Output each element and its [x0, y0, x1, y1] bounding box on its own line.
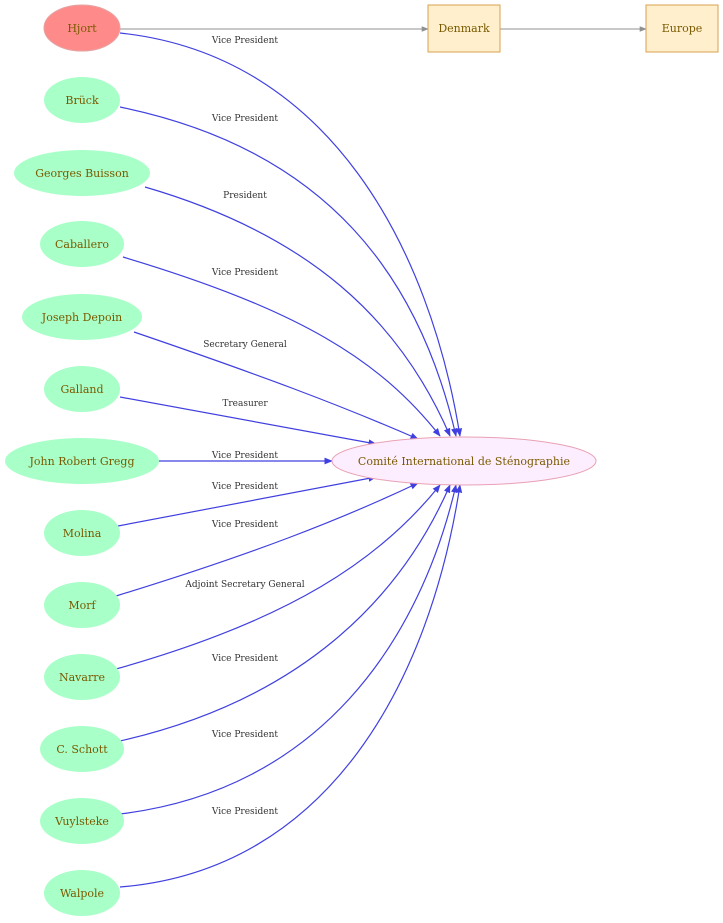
- edge-label-schott: Vice President: [211, 654, 279, 664]
- edge-galland-org: [119, 396, 377, 446]
- node-europe[interactable]: Europe: [645, 4, 719, 53]
- edges: [115, 26, 647, 888]
- edge-morf-org: [115, 482, 419, 597]
- node-buisson[interactable]: Georges Buisson: [14, 150, 150, 196]
- edge-caballero-org: [122, 256, 441, 437]
- node-label-europe: Europe: [662, 22, 703, 35]
- edge-label-galland: Treasurer: [222, 399, 268, 409]
- edge-bruck-org: [119, 106, 458, 437]
- edge-label-vuylsteke: Vice President: [211, 730, 279, 740]
- node-caballero[interactable]: Caballero: [40, 221, 124, 267]
- node-molina[interactable]: Molina: [44, 510, 120, 556]
- edge-label-buisson: President: [223, 191, 267, 201]
- node-hjort[interactable]: Hjort: [43, 4, 121, 52]
- node-denmark[interactable]: Denmark: [427, 4, 501, 53]
- node-label-vuylsteke: Vuylsteke: [54, 815, 109, 828]
- node-label-depoin: Joseph Depoin: [41, 311, 122, 324]
- edge-label-navarre: Adjoint Secretary General: [184, 580, 304, 590]
- node-bruck[interactable]: Brück: [44, 77, 120, 123]
- edge-walpole-org: [119, 484, 463, 888]
- node-org[interactable]: Comité International de Sténographie: [331, 436, 597, 486]
- edge-label-gregg: Vice President: [211, 451, 279, 461]
- node-label-gregg: John Robert Gregg: [29, 455, 135, 468]
- edge-label-morf: Vice President: [211, 520, 279, 530]
- node-label-walpole: Walpole: [60, 887, 104, 900]
- edge-label-walpole: Vice President: [211, 807, 279, 817]
- node-depoin[interactable]: Joseph Depoin: [22, 294, 142, 340]
- node-label-morf: Morf: [68, 599, 96, 612]
- node-label-molina: Molina: [63, 527, 102, 540]
- edge-labels: Vice President Vice President President …: [184, 36, 304, 817]
- edge-label-caballero: Vice President: [211, 268, 279, 278]
- node-label-bruck: Brück: [65, 94, 99, 107]
- edge-navarre-org: [115, 484, 441, 670]
- node-navarre[interactable]: Navarre: [44, 654, 120, 700]
- edge-schott-org: [119, 484, 451, 742]
- node-gregg[interactable]: John Robert Gregg: [5, 438, 159, 484]
- node-label-denmark: Denmark: [438, 22, 490, 35]
- node-vuylsteke[interactable]: Vuylsteke: [40, 798, 124, 844]
- edge-label-depoin: Secretary General: [203, 340, 287, 350]
- node-label-galland: Galland: [60, 383, 103, 396]
- node-label-org: Comité International de Sténographie: [358, 455, 570, 468]
- node-label-hjort: Hjort: [67, 22, 97, 35]
- node-label-caballero: Caballero: [55, 238, 109, 251]
- edge-depoin-org: [133, 331, 419, 440]
- edge-label-molina: Vice President: [211, 482, 279, 492]
- edge-vuylsteke-org: [119, 484, 458, 815]
- node-label-schott: C. Schott: [56, 743, 108, 756]
- node-walpole[interactable]: Walpole: [44, 870, 120, 916]
- edge-label-hjort: Vice President: [211, 36, 279, 46]
- edge-hjort-org: [119, 32, 463, 437]
- node-label-navarre: Navarre: [59, 671, 105, 684]
- node-label-buisson: Georges Buisson: [35, 167, 129, 180]
- node-galland[interactable]: Galland: [44, 366, 120, 412]
- edge-buisson-org: [144, 186, 451, 437]
- nodes: Hjort Brück Georges Buisson Caballero Jo…: [5, 4, 719, 916]
- node-morf[interactable]: Morf: [44, 582, 120, 628]
- node-schott[interactable]: C. Schott: [40, 726, 124, 772]
- edge-label-bruck: Vice President: [211, 114, 279, 124]
- edge-molina-org: [117, 475, 377, 527]
